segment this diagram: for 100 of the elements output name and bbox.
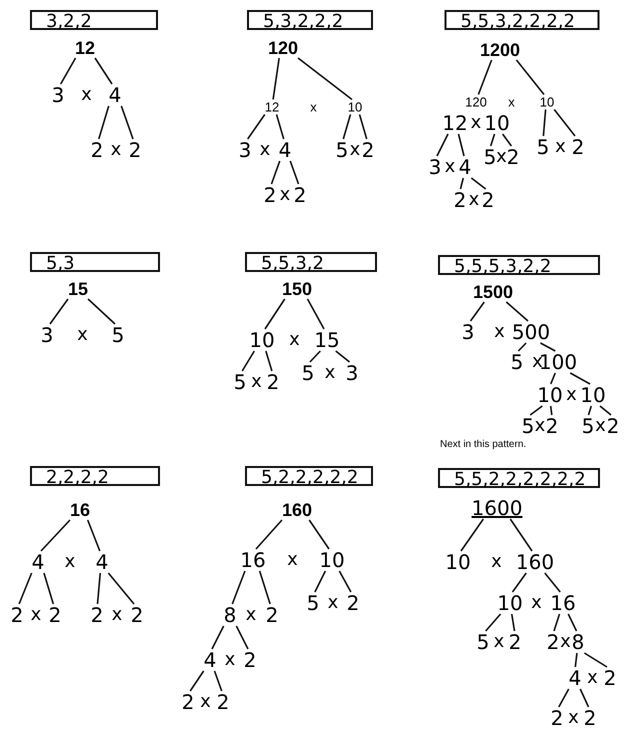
product-number: 1600: [472, 498, 522, 518]
branch-line: [49, 298, 69, 324]
branch-line: [470, 302, 485, 322]
factor-number: 10: [484, 113, 510, 133]
times-sign: x: [566, 386, 577, 404]
times-sign: x: [280, 186, 290, 204]
factor-number: 4: [278, 140, 292, 160]
answer-box: 5,5,3,2: [245, 252, 377, 272]
branch-line: [510, 614, 516, 632]
branch-line: [542, 109, 546, 136]
factor-number: 2: [294, 185, 306, 205]
branch-line: [309, 350, 321, 363]
times-sign: x: [287, 551, 298, 569]
branch-line: [290, 160, 300, 184]
times-sign: x: [560, 633, 571, 651]
factor-number: 2: [606, 416, 620, 436]
times-sign: x: [260, 141, 270, 159]
factor-number: 16: [240, 550, 266, 570]
branch-line: [40, 519, 71, 552]
factor-number: 5: [336, 140, 348, 160]
times-sign: x: [444, 158, 456, 176]
factor-number: 10: [445, 552, 471, 572]
factor-number: 5: [582, 416, 594, 436]
branch-line: [550, 372, 556, 384]
factor-number: 500: [512, 322, 550, 342]
factor-number: 2: [216, 692, 230, 712]
times-sign: x: [64, 553, 76, 571]
factor-number: 2: [90, 140, 104, 160]
factor-number: 15: [314, 330, 340, 350]
factor-number: 2: [266, 372, 280, 392]
product-number: 120: [268, 39, 298, 57]
branch-line: [232, 570, 246, 604]
factor-number: 5: [112, 325, 124, 345]
factor-number: 8: [224, 605, 236, 625]
times-sign: x: [328, 594, 338, 612]
factor-number: 3: [346, 363, 358, 383]
branch-line: [460, 518, 484, 552]
answer-box: 5,3: [30, 252, 160, 272]
branch-line: [338, 570, 352, 592]
times-sign: x: [470, 114, 482, 132]
times-sign: x: [110, 141, 122, 159]
product-number: 160: [282, 501, 312, 519]
factor-number: 3: [462, 322, 474, 342]
factor-number: 5: [306, 593, 320, 613]
branch-line: [502, 134, 512, 146]
branch-line: [436, 134, 449, 156]
factor-number: 8: [572, 632, 584, 652]
branch-line: [530, 405, 543, 416]
times-sign: x: [77, 326, 88, 344]
branch-line: [236, 626, 249, 650]
branch-line: [568, 614, 578, 632]
branch-line: [60, 58, 76, 84]
factor-number: 12: [264, 100, 280, 114]
branch-line: [512, 572, 527, 592]
branch-line: [272, 58, 280, 100]
branch-line: [276, 114, 284, 140]
times-sign: x: [310, 100, 317, 114]
product-number: 15: [68, 280, 88, 298]
factor-number: 10: [249, 330, 275, 350]
branch-line: [264, 298, 286, 330]
branch-line: [314, 570, 326, 592]
factor-number: 2: [604, 668, 616, 688]
branch-line: [247, 114, 266, 140]
factor-number: 4: [568, 668, 582, 688]
factor-number: 2: [90, 605, 104, 625]
times-sign: x: [81, 86, 92, 104]
branch-line: [43, 572, 54, 604]
branch-line: [470, 177, 486, 190]
branch-line: [96, 572, 102, 604]
product-number: 12: [74, 39, 96, 57]
product-number: 1200: [480, 41, 520, 59]
factor-number: 2: [182, 692, 194, 712]
branch-line: [94, 58, 113, 84]
branch-line: [190, 670, 204, 692]
times-sign: x: [350, 141, 360, 159]
answer-box: 2,2,2,2: [30, 466, 160, 486]
factor-number: 5: [476, 632, 490, 652]
factor-number: 2: [546, 416, 558, 436]
times-sign: x: [531, 594, 542, 612]
answer-box: 5,5,5,3,2,2: [438, 255, 600, 275]
factor-number: 10: [319, 550, 345, 570]
factor-number: 10: [540, 96, 554, 108]
branch-line: [584, 652, 608, 668]
factor-number: 3: [428, 157, 442, 177]
factor-number: 16: [550, 593, 576, 613]
branch-line: [553, 614, 560, 632]
branch-line: [460, 178, 464, 190]
product-number: 16: [70, 501, 90, 519]
factor-number: 2: [482, 190, 494, 210]
times-sign: x: [494, 323, 505, 341]
factor-number: 4: [458, 157, 472, 177]
times-sign: x: [246, 606, 256, 624]
factor-number: 10: [348, 100, 362, 114]
factor-number: 5: [522, 416, 534, 436]
factor-number: 2: [130, 605, 144, 625]
times-sign: x: [491, 553, 502, 571]
branch-line: [86, 520, 101, 552]
branch-line: [550, 406, 553, 416]
times-sign: x: [30, 606, 42, 624]
branch-line: [258, 570, 271, 604]
